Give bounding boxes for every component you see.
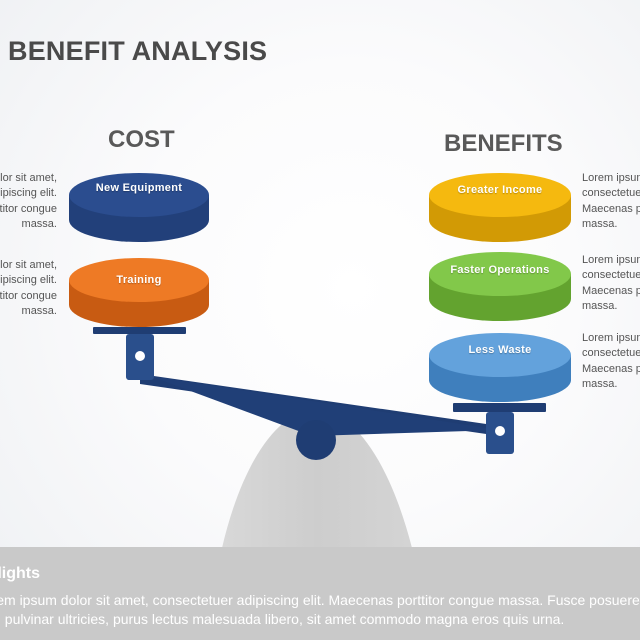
fulcrum-base xyxy=(222,410,412,548)
cost-description-2: Lorem ipsum dolor sit amet, consectetuer… xyxy=(0,259,57,317)
disc-faster-operations xyxy=(429,252,571,321)
benefit-description-2: Lorem ipsum dolor sit amet, consectetuer… xyxy=(582,254,640,312)
footer-heading: Highlights xyxy=(0,565,40,582)
left-pan-plate xyxy=(93,327,186,334)
disc-label-faster-operations: Faster Operations xyxy=(450,264,550,276)
cost-description-1: Lorem ipsum dolor sit amet, consectetuer… xyxy=(0,172,57,230)
disc-label-training: Training xyxy=(116,274,162,286)
footer-body: Lorem ipsum dolor sit amet, consectetuer… xyxy=(0,591,640,629)
disc-training xyxy=(69,258,209,327)
footer-line-1: Lorem ipsum dolor sit amet, consectetuer… xyxy=(0,592,640,608)
disc-new-equipment xyxy=(69,173,209,242)
right-pan-plate xyxy=(453,403,546,412)
footer-line-2: Sed pulvinar ultricies, purus lectus mal… xyxy=(0,611,565,627)
benefit-description-3: Lorem ipsum dolor sit amet, consectetuer… xyxy=(582,332,640,390)
cost-heading: COST xyxy=(108,126,175,153)
disc-label-less-waste: Less Waste xyxy=(468,344,532,356)
disc-less-waste xyxy=(429,333,571,402)
highlights-footer: Highlights Lorem ipsum dolor sit amet, c… xyxy=(0,547,640,640)
disc-greater-income xyxy=(429,173,571,242)
disc-label-greater-income: Greater Income xyxy=(457,184,543,196)
benefit-description-1: Lorem ipsum dolor sit amet, consectetuer… xyxy=(582,172,640,230)
page-title: BENEFIT ANALYSIS xyxy=(8,36,268,66)
disc-label-new-equipment: New Equipment xyxy=(95,182,183,194)
right-pan-hole xyxy=(495,426,505,436)
beam-wedge xyxy=(150,376,500,436)
left-pan-hole xyxy=(135,351,145,361)
benefits-heading: BENEFITS xyxy=(444,130,563,157)
pivot-circle xyxy=(296,420,336,460)
